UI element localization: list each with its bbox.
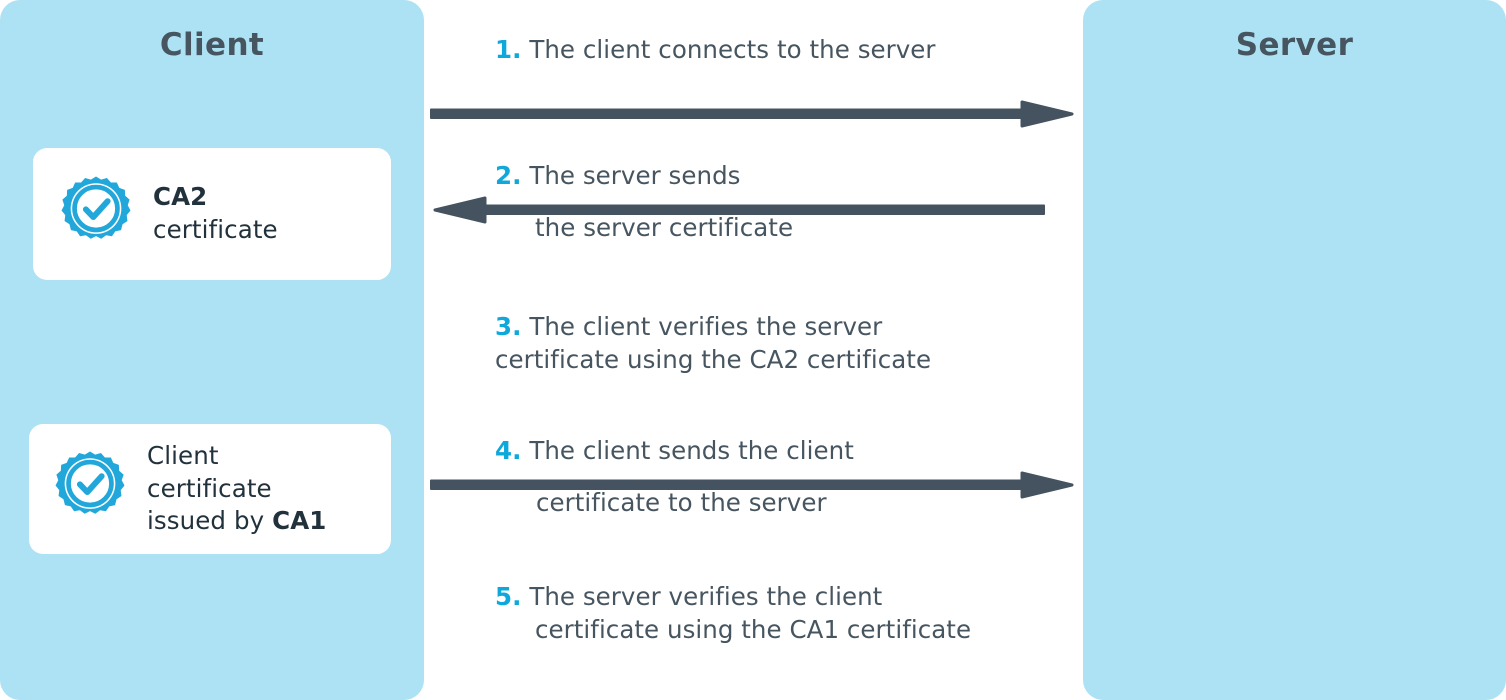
step-2-text-line-2: the server certificate — [535, 213, 794, 242]
server-panel: Server Server certificate issued by CA2 … — [1083, 0, 1506, 700]
arrow-left-server-to-client — [433, 196, 1045, 224]
handshake-step-flow: 1. The client connects to the server 2. … — [424, 0, 1083, 700]
certificate-badge-icon — [55, 451, 125, 514]
server-panel-title: Server — [1235, 27, 1354, 63]
arrow-right-client-to-server — [430, 100, 1074, 128]
step-5-number: 5. — [495, 582, 522, 611]
cert-line-2: certificate — [153, 215, 278, 244]
step-1-line-1: The client connects to the server — [529, 35, 936, 64]
client-panel: Client CA2 certificate Client certificat… — [0, 0, 424, 700]
step-5-text-line-2: certificate using the CA1 certificate — [535, 615, 972, 644]
step-1: 1. The client connects to the server — [424, 34, 1083, 128]
certificate-badge-icon — [61, 176, 131, 239]
step-4: 4. The client sends the client certifica… — [424, 435, 1083, 540]
cert-line-1: Client — [147, 441, 219, 471]
step-3: 3. The client verifies the server certif… — [424, 311, 1083, 383]
client-certificate-label: Client certificate issued by CA1 — [147, 440, 326, 538]
step-4-text-line-2: certificate to the server — [536, 488, 827, 517]
step-5: 5. The server verifies the client certif… — [424, 581, 1083, 653]
step-3-line-1: The client verifies the server — [529, 312, 883, 341]
cert-line-3: issued by — [147, 506, 273, 536]
step-4-text-line-1: 4. The client sends the client — [495, 435, 854, 467]
cert-line-2: certificate — [147, 473, 272, 503]
step-2-line-1: The server sends — [529, 161, 741, 190]
step-5-text-line-1: 5. The server verifies the client — [495, 581, 882, 613]
step-3-number: 3. — [495, 312, 522, 341]
step-4-line-1: The client sends the client — [529, 436, 854, 465]
cert-issuer: CA1 — [272, 506, 327, 536]
step-1-text: 1. The client connects to the server — [495, 34, 936, 66]
step-2: 2. The server sends the server certifica… — [424, 160, 1083, 265]
client-panel-title: Client — [159, 27, 265, 63]
step-1-number: 1. — [495, 35, 522, 64]
arrow-right-client-to-server — [430, 471, 1074, 499]
step-2-text-line-1: 2. The server sends — [495, 160, 741, 192]
step-4-number: 4. — [495, 436, 522, 465]
client-certificate-card[interactable]: Client certificate issued by CA1 — [29, 424, 391, 554]
step-3-text-line-1: 3. The client verifies the server — [495, 311, 882, 343]
step-2-number: 2. — [495, 161, 522, 190]
client-ca2-certificate-card[interactable]: CA2 certificate — [33, 148, 391, 280]
client-ca2-certificate-label: CA2 certificate — [153, 181, 278, 246]
step-3-text-line-2: certificate using the CA2 certificate — [495, 345, 932, 374]
cert-line-1: CA2 — [153, 182, 208, 212]
step-5-line-1: The server verifies the client — [529, 582, 883, 611]
